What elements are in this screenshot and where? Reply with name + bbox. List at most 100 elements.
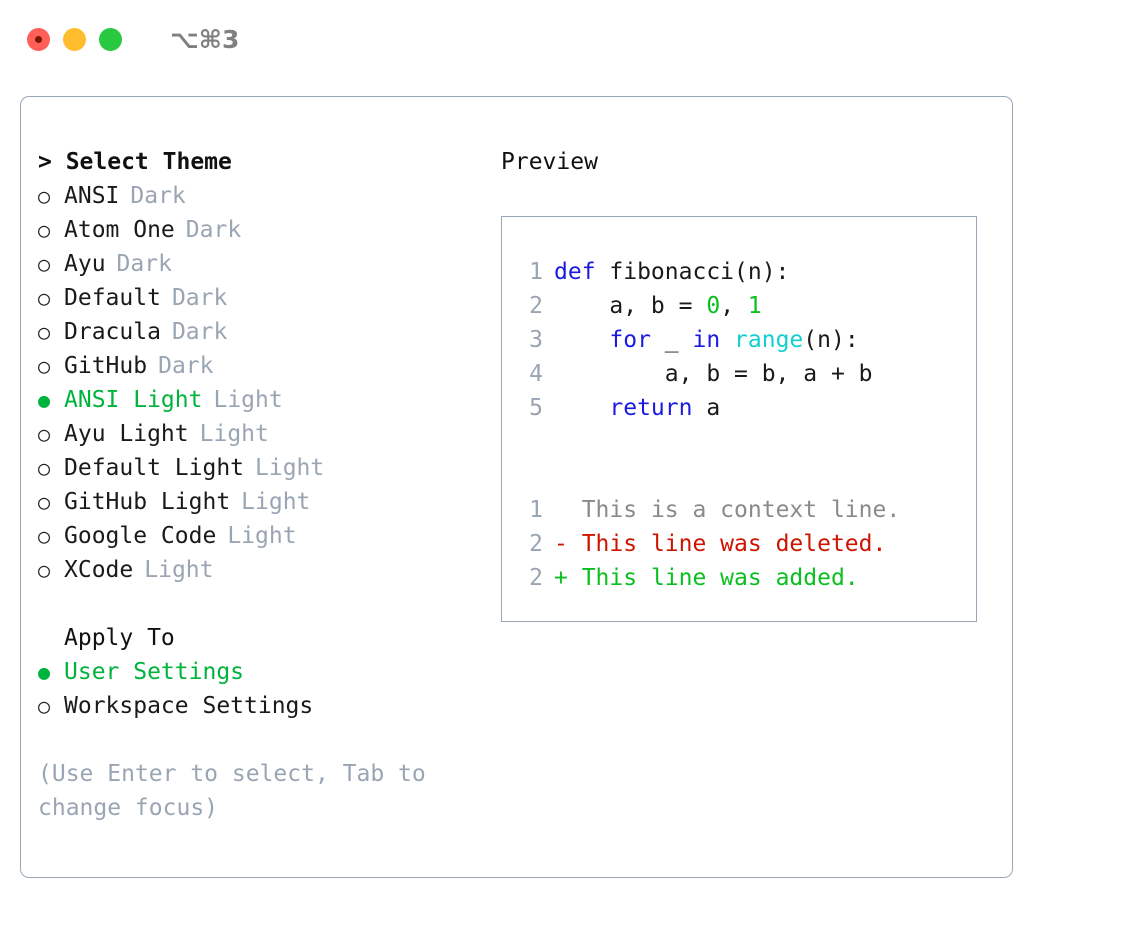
theme-option-xcode[interactable]: ○ XCode Light bbox=[38, 553, 498, 587]
code-content: a, b = b, a + b bbox=[554, 357, 873, 391]
theme-option-atom-one-dark[interactable]: ○ Atom One Dark bbox=[38, 213, 498, 247]
diff-text: This line was added. bbox=[567, 565, 859, 591]
theme-selector-column: > Select Theme ○ ANSI Dark ○ Atom One Da… bbox=[38, 145, 498, 825]
code-token: for bbox=[609, 327, 651, 353]
code-token bbox=[720, 327, 734, 353]
code-token: _ bbox=[650, 327, 693, 353]
theme-option-label: ANSI bbox=[64, 183, 120, 209]
theme-option-label: Google Code bbox=[64, 523, 217, 549]
theme-option-label: Dracula bbox=[64, 319, 161, 345]
select-theme-heading: > Select Theme bbox=[38, 149, 232, 175]
theme-option-default-dark[interactable]: ○ Default Dark bbox=[38, 281, 498, 315]
apply-to-option-workspace-settings[interactable]: ○ Workspace Settings bbox=[38, 689, 498, 723]
code-line: 1 def fibonacci(n): bbox=[516, 255, 976, 289]
theme-variant-tag: Light bbox=[227, 523, 297, 549]
code-content: def fibonacci(n): bbox=[554, 255, 789, 289]
code-line: 4 a, b = b, a + b bbox=[516, 357, 976, 391]
preview-heading: Preview bbox=[501, 149, 598, 175]
theme-variant-tag: Light bbox=[199, 421, 269, 447]
code-token: , bbox=[720, 293, 748, 319]
theme-variant-tag: Light bbox=[255, 455, 325, 481]
radio-unselected-icon: ○ bbox=[38, 286, 51, 310]
diff-text: This is a context line. bbox=[567, 497, 901, 523]
radio-unselected-icon: ○ bbox=[38, 320, 51, 344]
radio-unselected-icon: ○ bbox=[38, 456, 51, 480]
radio-unselected-icon: ○ bbox=[38, 490, 51, 514]
theme-variant-tag: Dark bbox=[130, 183, 186, 209]
code-line: 5 return a bbox=[516, 391, 976, 425]
code-content: a, b = 0, 1 bbox=[554, 289, 762, 323]
apply-to-option-label: Workspace Settings bbox=[64, 693, 314, 719]
radio-unselected-icon: ○ bbox=[38, 354, 51, 378]
diff-line-context: 1 This is a context line. bbox=[516, 493, 976, 527]
theme-variant-tag: Dark bbox=[185, 217, 242, 243]
theme-option-label: Ayu Light bbox=[64, 421, 189, 447]
radio-selected-icon: ● bbox=[38, 660, 51, 684]
theme-option-ansi-dark[interactable]: ○ ANSI Dark bbox=[38, 179, 498, 213]
radio-unselected-icon: ○ bbox=[38, 184, 51, 208]
close-window-button[interactable] bbox=[27, 27, 50, 51]
radio-unselected-icon: ○ bbox=[38, 252, 51, 276]
window-title: ⌥⌘3 bbox=[170, 24, 240, 54]
theme-option-default-light[interactable]: ○ Default Light Light bbox=[38, 451, 498, 485]
diff-marker bbox=[554, 493, 568, 527]
code-token: 1 bbox=[747, 293, 762, 319]
diff-line-added: 2 + This line was added. bbox=[516, 561, 976, 595]
keyboard-hint-text: (Use Enter to select, Tab to change focu… bbox=[38, 761, 426, 821]
code-token: 0 bbox=[706, 293, 721, 319]
code-token bbox=[554, 327, 609, 353]
line-number: 1 bbox=[529, 497, 543, 523]
theme-option-github-light[interactable]: ○ GitHub Light Light bbox=[38, 485, 498, 519]
diff-marker: + bbox=[554, 565, 568, 591]
minimize-window-button[interactable] bbox=[63, 27, 86, 51]
theme-variant-tag: Light bbox=[144, 557, 214, 583]
theme-option-ayu-dark[interactable]: ○ Ayu Dark bbox=[38, 247, 498, 281]
line-number: 2 bbox=[529, 531, 543, 557]
theme-option-label: ANSI Light bbox=[64, 387, 203, 413]
theme-option-label: Ayu bbox=[64, 251, 106, 277]
maximize-window-button[interactable] bbox=[99, 27, 122, 51]
apply-to-option-user-settings[interactable]: ● User Settings bbox=[38, 655, 498, 689]
theme-option-label: XCode bbox=[64, 557, 134, 583]
code-line: 3 for _ in range(n): bbox=[516, 323, 976, 357]
theme-option-list: ○ ANSI Dark ○ Atom One Dark ○ Ayu Dark bbox=[38, 179, 498, 587]
code-token: range bbox=[734, 327, 804, 353]
theme-option-dracula-dark[interactable]: ○ Dracula Dark bbox=[38, 315, 498, 349]
code-token: fibonacci(n): bbox=[595, 259, 790, 285]
traffic-light-group bbox=[27, 27, 122, 51]
theme-option-label: Default bbox=[64, 285, 161, 311]
apply-to-heading: Apply To bbox=[64, 625, 175, 651]
radio-unselected-icon: ○ bbox=[38, 218, 51, 242]
line-number: 4 bbox=[529, 361, 543, 387]
code-token: a, b = b, a + b bbox=[554, 361, 873, 387]
apply-to-option-list: ● User Settings ○ Workspace Settings bbox=[38, 655, 498, 723]
line-number: 2 bbox=[529, 293, 543, 319]
theme-variant-tag: Dark bbox=[158, 353, 214, 379]
code-token: a bbox=[692, 395, 721, 421]
preview-spacer bbox=[516, 459, 976, 493]
preview-column: Preview 1 def fibonacci(n): 2 a, b = 0, … bbox=[501, 145, 991, 622]
code-content: return a bbox=[554, 391, 720, 425]
diff-sample: 1 This is a context line. 2 - This line … bbox=[516, 493, 976, 595]
theme-variant-tag: Dark bbox=[171, 319, 228, 345]
theme-option-label: GitHub Light bbox=[64, 489, 231, 515]
radio-unselected-icon: ○ bbox=[38, 694, 51, 718]
theme-option-label: Atom One bbox=[64, 217, 175, 243]
theme-option-github-dark[interactable]: ○ GitHub Dark bbox=[38, 349, 498, 383]
radio-selected-icon: ● bbox=[38, 388, 51, 412]
preview-box: 1 def fibonacci(n): 2 a, b = 0, 1 3 for … bbox=[501, 216, 977, 622]
main-panel: > Select Theme ○ ANSI Dark ○ Atom One Da… bbox=[20, 96, 1013, 878]
preview-spacer bbox=[516, 425, 976, 459]
code-token bbox=[554, 395, 609, 421]
theme-option-google-code[interactable]: ○ Google Code Light bbox=[38, 519, 498, 553]
list-spacer bbox=[38, 587, 498, 621]
theme-variant-tag: Dark bbox=[171, 285, 228, 311]
theme-option-ansi-light[interactable]: ● ANSI Light Light bbox=[38, 383, 498, 417]
code-token: return bbox=[609, 395, 693, 421]
theme-variant-tag: Light bbox=[213, 387, 283, 413]
theme-option-label: Default Light bbox=[64, 455, 245, 481]
theme-option-ayu-light[interactable]: ○ Ayu Light Light bbox=[38, 417, 498, 451]
radio-unselected-icon: ○ bbox=[38, 524, 51, 548]
code-sample: 1 def fibonacci(n): 2 a, b = 0, 1 3 for … bbox=[516, 255, 976, 425]
